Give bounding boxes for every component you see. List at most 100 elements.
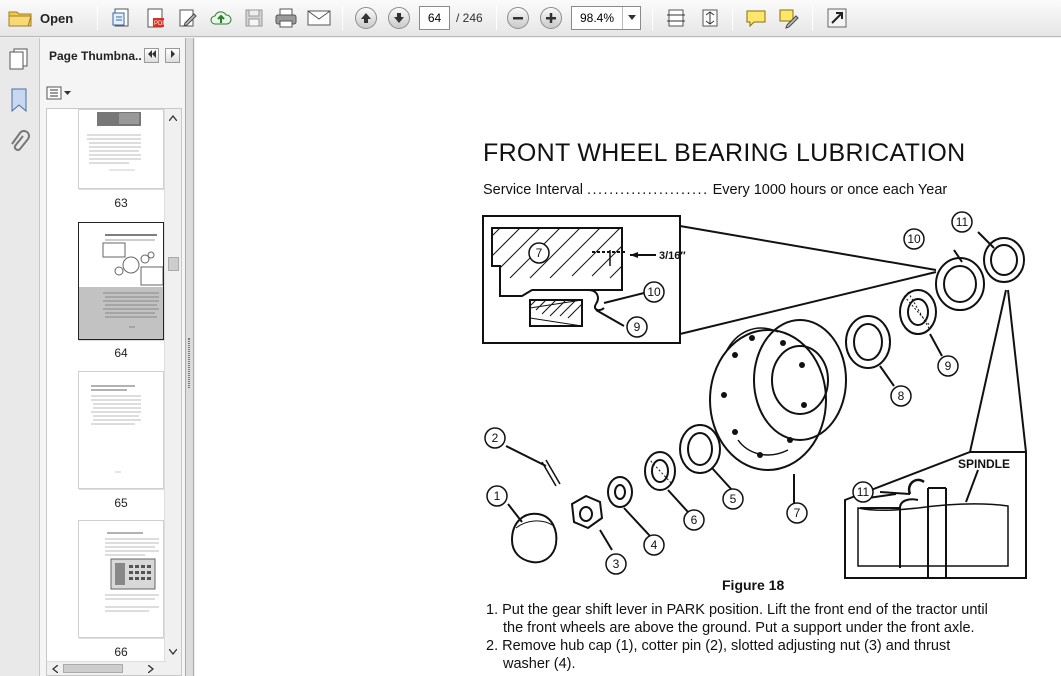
vertical-scroll-thumb[interactable] (168, 257, 179, 271)
thumbnail-label: 64 (114, 346, 128, 360)
document-page (195, 38, 1061, 676)
plus-icon (546, 13, 556, 23)
printer-icon (275, 8, 297, 28)
bookmarks-tab[interactable] (9, 87, 29, 118)
svg-text:9: 9 (634, 320, 641, 334)
pdf-document-icon: PDF (147, 8, 166, 28)
page-thumbnails-tab[interactable] (7, 47, 31, 76)
fit-page-button[interactable] (696, 5, 724, 31)
double-chevron-left-icon (147, 50, 156, 58)
arrow-up-icon (361, 13, 371, 23)
spindle-inset-frame (844, 451, 1027, 579)
open-button[interactable]: Open (6, 5, 84, 31)
service-interval-label: Service Interval (483, 182, 583, 198)
save-disk-icon (245, 9, 263, 27)
cloud-upload-icon (210, 11, 232, 25)
callout-4: 4 (643, 534, 665, 556)
previous-page-button[interactable] (352, 5, 380, 31)
svg-text:7: 7 (536, 246, 543, 260)
thumbnail-list[interactable]: 63 64 65 (46, 108, 182, 676)
thumbnail-page-66[interactable] (78, 520, 164, 638)
figure-caption: Figure 18 (722, 577, 785, 593)
svg-text:2: 2 (492, 431, 499, 445)
create-pdf-icon (112, 8, 129, 27)
thumbnail-label: 66 (114, 645, 128, 659)
inset-callout-7: 7 (528, 242, 550, 264)
svg-text:11: 11 (956, 215, 969, 229)
svg-text:3: 3 (613, 557, 620, 571)
print-button[interactable] (272, 5, 300, 31)
step-1-line-2: the front wheels are above the ground. P… (503, 620, 975, 636)
svg-text:7: 7 (794, 506, 801, 520)
fit-page-icon (702, 9, 718, 27)
zoom-level-value: 98.4% (580, 11, 615, 25)
page-number-input[interactable]: 64 (419, 6, 450, 30)
save-button[interactable] (240, 5, 268, 31)
pages-icon (9, 48, 28, 70)
svg-text:4: 4 (651, 538, 658, 552)
zoom-in-button[interactable] (537, 5, 565, 31)
thumbnail-page-64[interactable] (78, 222, 164, 340)
toolbar-separator (97, 6, 98, 30)
svg-text:10: 10 (647, 285, 661, 299)
inset-callout-9: 9 (626, 316, 648, 338)
page-heading: FRONT WHEEL BEARING LUBRICATION (483, 139, 966, 167)
horizontal-scroll-thumb[interactable] (63, 664, 123, 673)
svg-text:PDF: PDF (154, 21, 166, 27)
next-page-button[interactable] (385, 5, 413, 31)
service-interval-value: Every 1000 hours or once each Year (712, 182, 948, 198)
thumbnail-panel: Page Thumbna... 63 (40, 38, 186, 676)
callout-7: 7 (786, 502, 808, 524)
inset-leader-lines (679, 225, 937, 335)
callout-5: 5 (722, 488, 744, 510)
toolbar-separator (342, 6, 343, 30)
thumbnail-label: 63 (114, 196, 128, 210)
inset-callout-10: 10 (643, 281, 665, 303)
svg-text:8: 8 (898, 389, 905, 403)
attachments-tab[interactable] (8, 130, 30, 161)
expand-button[interactable] (823, 5, 851, 31)
panel-options-button[interactable] (165, 48, 180, 63)
arrow-down-icon (394, 13, 404, 23)
thumbnail-vertical-scrollbar[interactable] (164, 109, 181, 675)
highlighter-icon (779, 9, 799, 29)
fit-width-button[interactable] (662, 5, 690, 31)
thumbnail-options-button[interactable] (46, 83, 74, 103)
thumbnail-horizontal-scrollbar[interactable] (47, 661, 166, 675)
zoom-out-button[interactable] (504, 5, 532, 31)
panel-splitter[interactable] (186, 38, 194, 676)
step-2-line-1: 2. Remove hub cap (1), cotter pin (2), s… (486, 638, 951, 654)
dimension-label: 3/16″ (659, 250, 686, 262)
callout-10: 10 (903, 228, 925, 250)
svg-text:1: 1 (494, 489, 501, 503)
minus-icon (513, 17, 523, 20)
thumbnail-page-63[interactable] (78, 109, 164, 189)
fit-width-icon (667, 9, 685, 27)
callout-3: 3 (605, 553, 627, 575)
folder-icon (8, 11, 32, 27)
panel-title: Page Thumbna... (49, 49, 141, 63)
svg-text:5: 5 (730, 492, 737, 506)
zoom-dropdown-toggle[interactable] (622, 7, 640, 29)
email-button[interactable] (305, 5, 333, 31)
highlight-button[interactable] (775, 5, 803, 31)
pencil-document-icon (179, 9, 197, 27)
thumbnail-page-65[interactable] (78, 371, 164, 489)
chevron-right-icon (170, 50, 175, 58)
chevron-down-icon (64, 90, 71, 95)
speech-bubble-icon (746, 10, 766, 28)
open-label: Open (40, 10, 74, 26)
spindle-leader-lines (969, 289, 1027, 453)
upload-button[interactable] (207, 5, 235, 31)
create-pdf-button[interactable] (108, 5, 136, 31)
scroll-down-icon (169, 649, 177, 655)
pdf-convert-button[interactable]: PDF (141, 5, 169, 31)
callout-6: 6 (683, 509, 705, 531)
bookmark-icon (11, 88, 27, 113)
svg-text:6: 6 (691, 513, 698, 527)
collapse-panel-button[interactable] (144, 48, 159, 63)
spindle-label: SPINDLE (958, 457, 1010, 471)
comment-button[interactable] (742, 5, 770, 31)
edit-pdf-button[interactable] (174, 5, 202, 31)
zoom-level-select[interactable]: 98.4% (571, 6, 641, 30)
